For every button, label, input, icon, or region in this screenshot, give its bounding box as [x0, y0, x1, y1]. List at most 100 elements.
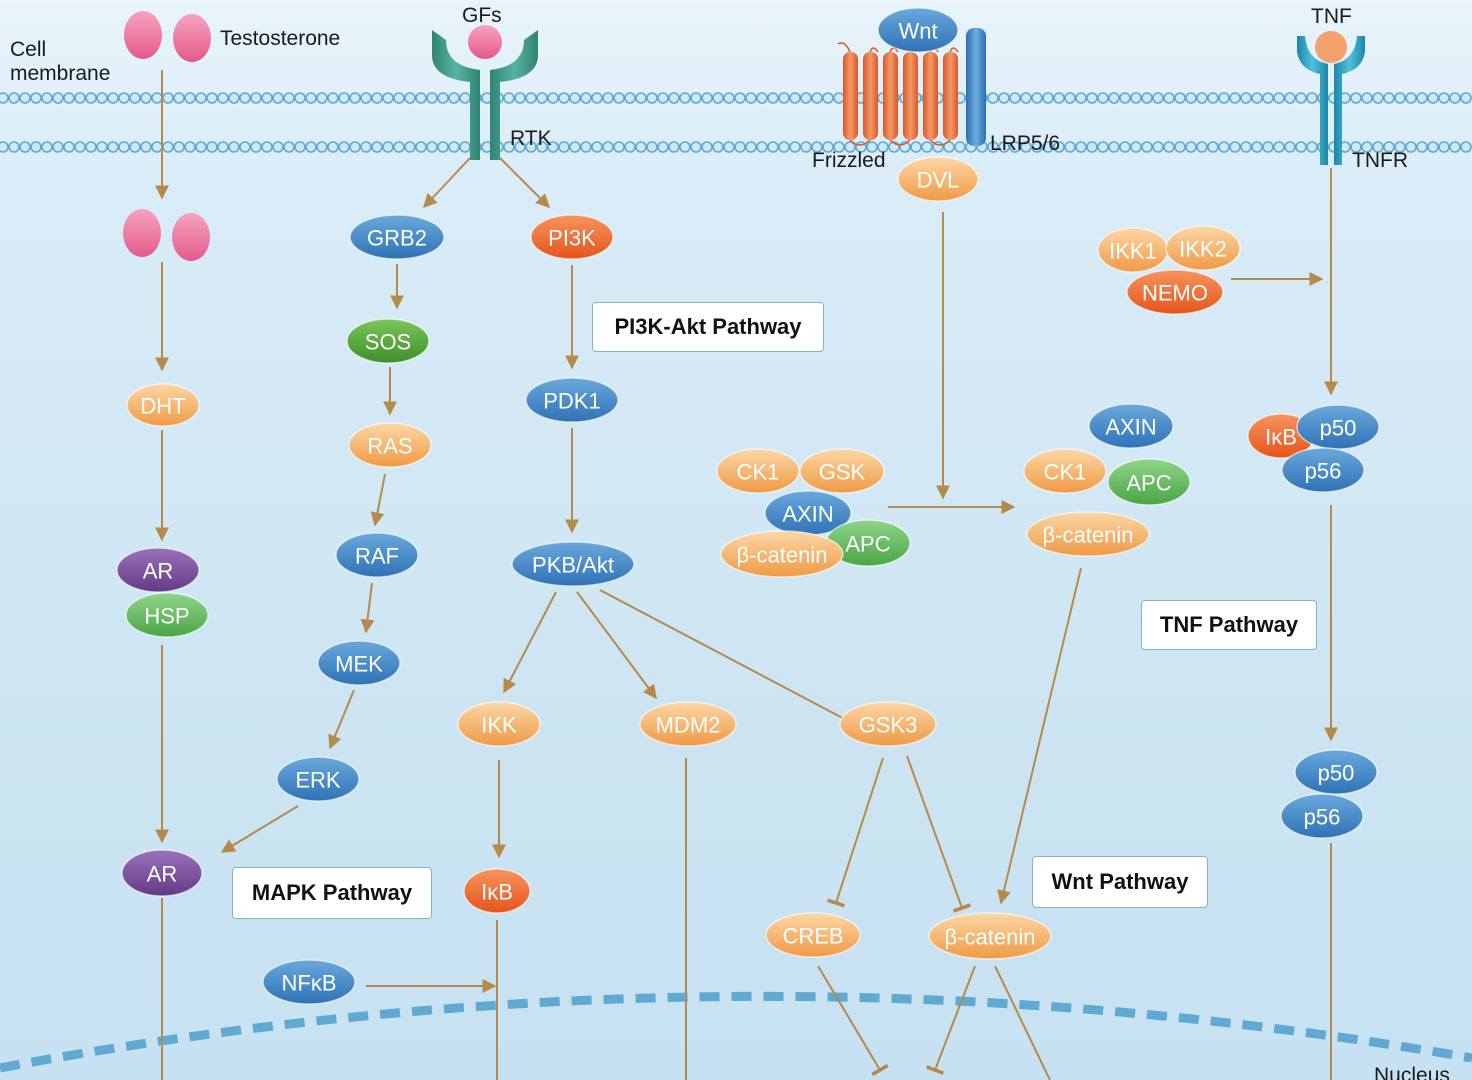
- tnf-pathway-box: TNF Pathway: [1141, 600, 1317, 650]
- frizzled-receptor: [837, 42, 959, 146]
- node-nfkb: NFκB: [262, 959, 356, 1005]
- node-gsk: GSK: [799, 448, 885, 494]
- cell-membrane: [0, 92, 1472, 153]
- node-label-dvl: DVL: [917, 168, 960, 193]
- node-p50b: p50: [1294, 749, 1378, 795]
- node-label-ck1a: CK1: [737, 460, 780, 485]
- node-wnt: Wnt: [877, 7, 959, 53]
- node-label-bcat1: β-catenin: [737, 543, 828, 568]
- node-label-bcat3: β-catenin: [945, 925, 1036, 950]
- node-label-hsp: HSP: [144, 604, 189, 629]
- pi3k-akt-pathway-box: PI3K-Akt Pathway: [592, 302, 824, 352]
- node-label-pdk1: PDK1: [543, 389, 600, 414]
- node-label-gsk3: GSK3: [859, 713, 918, 738]
- node-label-mek: MEK: [335, 652, 383, 677]
- node-bcat2: β-catenin: [1026, 511, 1150, 557]
- label-tnfr: TNFR: [1352, 149, 1408, 172]
- node-label-wnt: Wnt: [898, 19, 937, 44]
- edge-10: [360, 582, 375, 634]
- nuclear-envelope: [0, 991, 1472, 1073]
- label-frizzled: Frizzled: [812, 149, 886, 172]
- testosterone-molecules: [123, 11, 211, 261]
- node-ar2: AR: [121, 849, 203, 897]
- node-ck1b: CK1: [1023, 448, 1107, 494]
- node-bcat3: β-catenin: [928, 912, 1052, 960]
- node-label-ar2: AR: [147, 862, 178, 887]
- label-nucleus: Nucleus: [1374, 1064, 1450, 1080]
- node-label-grb2: GRB2: [367, 226, 427, 251]
- node-ikb2: IκB: [463, 868, 531, 914]
- node-ikk1: IKK1: [1097, 227, 1169, 273]
- node-grb2: GRB2: [349, 214, 445, 260]
- node-ck1a: CK1: [716, 448, 800, 494]
- node-dvl: DVL: [897, 156, 979, 202]
- node-pi3k: PI3K: [530, 214, 614, 260]
- node-mdm2: MDM2: [639, 701, 737, 747]
- node-label-ikk2: IKK2: [1179, 237, 1227, 262]
- node-label-p56b: p56: [1304, 805, 1341, 830]
- lrp-receptor: [966, 28, 986, 146]
- edge-25: [925, 965, 976, 1075]
- rtk-receptor: [432, 25, 538, 160]
- node-raf: RAF: [335, 532, 419, 578]
- node-label-p56a: p56: [1305, 459, 1342, 484]
- node-label-gsk: GSK: [819, 460, 866, 485]
- label-membrane: membrane: [10, 62, 111, 85]
- node-label-pi3k: PI3K: [548, 226, 596, 251]
- node-label-creb: CREB: [782, 924, 843, 949]
- node-label-apc2: APC: [1126, 471, 1171, 496]
- node-hsp: HSP: [125, 592, 209, 638]
- node-gsk3: GSK3: [839, 701, 937, 747]
- edge-29: [997, 567, 1082, 905]
- node-label-nfkb: NFκB: [282, 971, 337, 996]
- edge-11: [328, 689, 355, 750]
- node-pdk1: PDK1: [525, 377, 619, 423]
- node-label-ras: RAS: [367, 434, 412, 459]
- edge-9: [370, 473, 386, 527]
- edge-22: [826, 757, 884, 908]
- node-label-sos: SOS: [365, 330, 411, 355]
- edge-16: [576, 591, 657, 700]
- node-label-erk: ERK: [295, 768, 341, 793]
- node-label-pkb: PKB/Akt: [532, 553, 614, 578]
- mapk-pathway-box: MAPK Pathway: [232, 867, 432, 919]
- node-ras: RAS: [348, 422, 432, 468]
- node-label-ikb2: IκB: [481, 880, 513, 905]
- edge-26: [994, 965, 1051, 1080]
- edge-12: [220, 805, 299, 853]
- node-label-mdm2: MDM2: [656, 713, 721, 738]
- label-cell: Cell: [10, 38, 47, 61]
- node-label-p50b: p50: [1318, 761, 1355, 786]
- node-nemo: NEMO: [1126, 269, 1224, 315]
- node-label-ikk1: IKK1: [1109, 239, 1157, 264]
- node-apc2: APC: [1107, 458, 1191, 506]
- node-creb: CREB: [765, 912, 861, 958]
- node-label-nemo: NEMO: [1142, 281, 1208, 306]
- edge-15: [503, 591, 557, 694]
- edge-23: [906, 755, 972, 913]
- node-p50a: p50: [1296, 404, 1380, 450]
- edge-6: [499, 157, 550, 208]
- label-gfs: GFs: [462, 4, 502, 27]
- node-sos: SOS: [346, 318, 430, 364]
- tnfr-receptor: [1297, 31, 1365, 165]
- label-testosterone: Testosterone: [220, 27, 341, 50]
- node-label-p50a: p50: [1320, 416, 1357, 441]
- node-bcat1: β-catenin: [720, 530, 844, 578]
- node-ikk2: IKK2: [1165, 225, 1241, 271]
- wnt-pathway-box: Wnt Pathway: [1032, 856, 1208, 908]
- node-p56a: p56: [1281, 447, 1365, 493]
- label-lrp: LRP5/6: [990, 132, 1061, 155]
- node-apc1: APC: [825, 519, 911, 567]
- node-label-axin2: AXIN: [1105, 415, 1156, 440]
- node-mek: MEK: [317, 640, 401, 686]
- edge-17: [599, 589, 858, 732]
- node-p56b: p56: [1280, 793, 1364, 839]
- node-label-dht: DHT: [140, 394, 185, 419]
- node-erk: ERK: [276, 756, 360, 802]
- node-label-apc1: APC: [845, 532, 890, 557]
- node-ar1: AR: [116, 547, 200, 593]
- label-tnf: TNF: [1311, 5, 1352, 28]
